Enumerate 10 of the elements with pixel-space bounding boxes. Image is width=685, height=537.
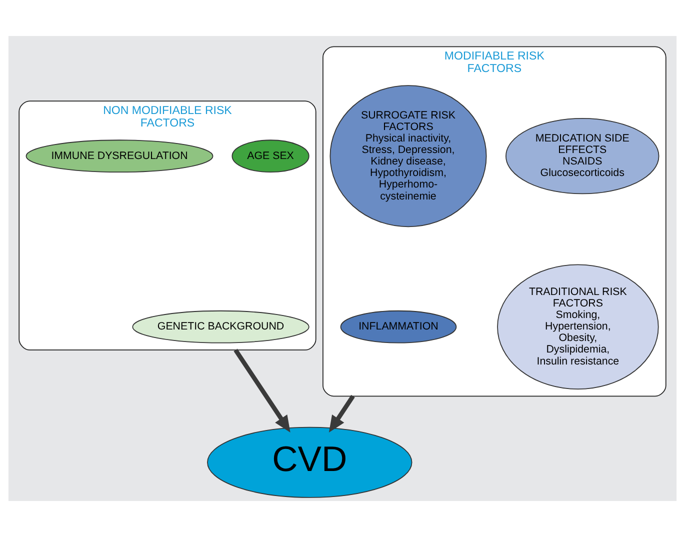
node-ellipse: CVD [207,426,412,498]
node-circle: SURROGATE RISK FACTORS Physical inactivity, Stress, Depression, Kidney disease, Hypothyroidism, Hyperhomo- cysteinemie [330,85,487,228]
node-ellipse: TRADITIONAL RISK FACTORS Smoking, Hypertension, Obesity, Dyslipidemia, Insulin resistance [497,264,659,390]
node-ellipse: AGE SEX [232,140,310,173]
node-ellipse: INFLAMMATION [340,310,457,344]
arrow [234,348,290,432]
arrow [328,394,355,432]
node-ellipse: IMMUNE DYSREGULATION [26,140,214,173]
node-ellipse: MEDICATION SIDE EFFECTS NSAIDS Glucosecorticoids [506,118,660,194]
node-ellipse: GENETIC BACKGROUND [132,310,310,344]
